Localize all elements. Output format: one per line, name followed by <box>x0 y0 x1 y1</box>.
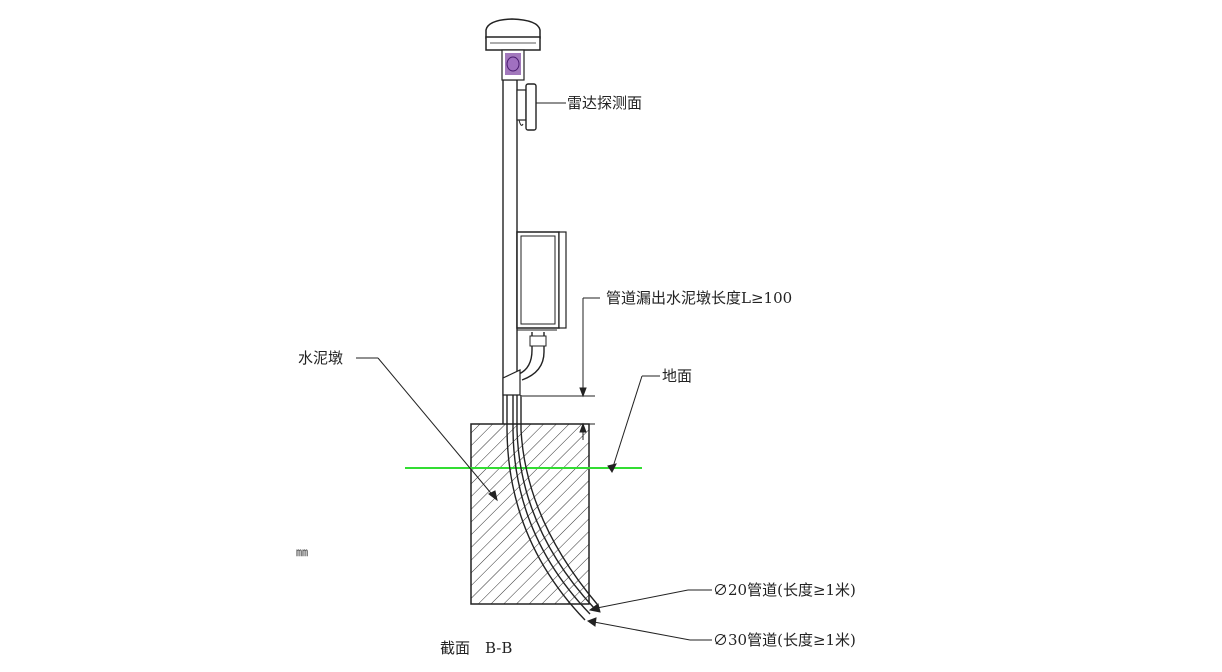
ground-leader <box>607 375 660 473</box>
unit-mark: ㎜ <box>296 545 309 559</box>
weather-sensor-head <box>485 18 541 81</box>
pipe30-leader <box>586 617 712 641</box>
control-box <box>516 231 567 381</box>
section-title: 截面 B-B <box>440 639 513 657</box>
pipe20-leader <box>588 589 712 613</box>
cement-pier-label: 水泥墩 <box>298 349 344 367</box>
cement-pier-leader <box>356 357 498 502</box>
radar-face-unit <box>516 83 537 131</box>
dimension-exposure <box>522 297 600 440</box>
radar-face-label: 雷达探测面 <box>567 94 643 112</box>
cement-pier-block <box>470 423 590 605</box>
pipe20-label: ∅20管道(长度≥1米) <box>713 581 856 599</box>
pipes <box>506 395 598 621</box>
pipe30-label: ∅30管道(长度≥1米) <box>713 631 856 649</box>
pipe-exposure-label: 管道漏出水泥墩长度L≥100 <box>606 289 793 307</box>
ground-label: 地面 <box>662 367 693 385</box>
conduit-transition <box>502 369 521 396</box>
